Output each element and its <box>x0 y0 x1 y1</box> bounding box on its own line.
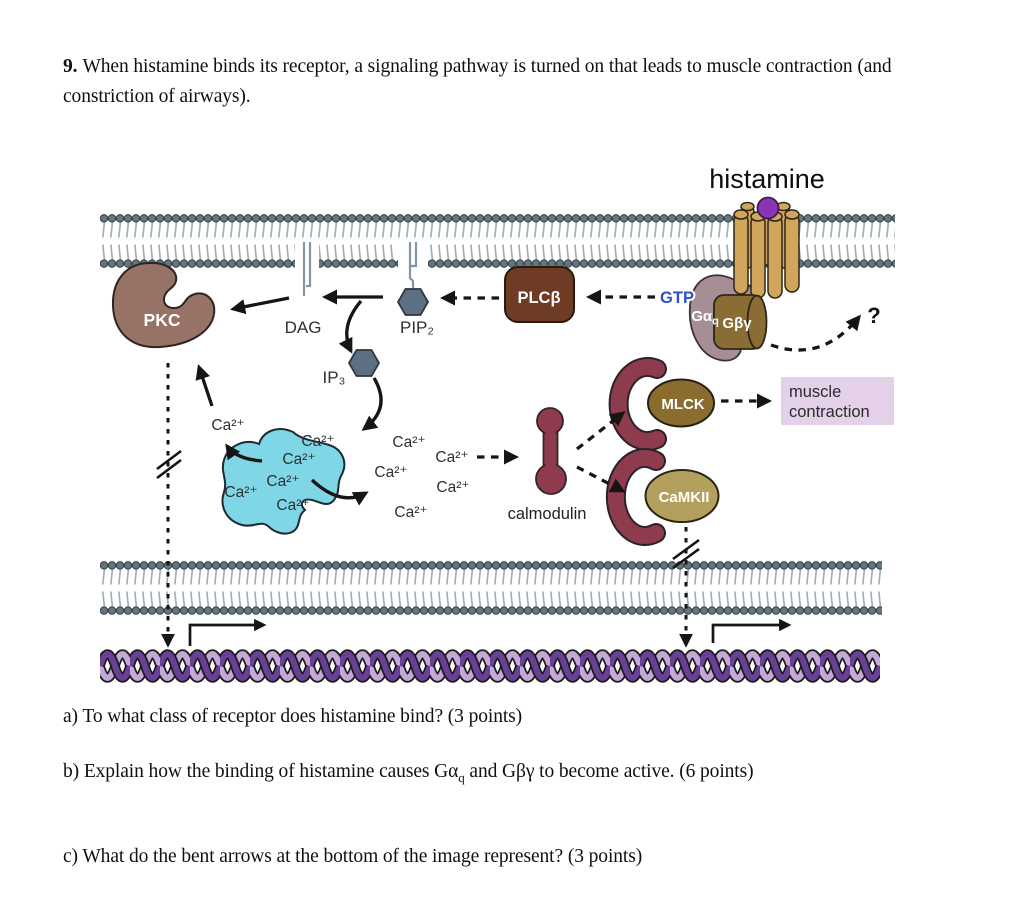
dag-lipid-tails <box>302 242 312 296</box>
mlck-oval <box>647 378 715 428</box>
pip2-membrane-notch <box>398 238 428 268</box>
ca-ion-cyto-5: Ca²⁺ <box>394 504 427 521</box>
ca-ion-cyto-3: Ca²⁺ <box>374 464 407 481</box>
label-plc-beta: PLCβ <box>517 289 560 307</box>
ca-ion-store-3: Ca²⁺ <box>266 473 299 490</box>
question-9-text: 9.When histamine binds its receptor, a s… <box>63 52 908 111</box>
dag-membrane-notch <box>295 238 319 268</box>
question-b-post: and Gβγ to become active. (6 points) <box>464 761 754 782</box>
ip3-hexagon <box>347 349 381 377</box>
calmodulin-shape <box>535 407 567 495</box>
calcium-store-blob <box>221 428 346 535</box>
camkii-oval <box>644 469 720 523</box>
ca-ion-cyto-4: Ca²⁺ <box>436 479 469 496</box>
label-dag: DAG <box>285 318 322 337</box>
mlck-complex <box>608 357 715 451</box>
question-body: When histamine binds its receptor, a sig… <box>63 56 892 107</box>
label-g-beta-gamma: Gβγ <box>722 315 752 332</box>
arrow-dag-to-pkc <box>230 296 290 315</box>
arrow-ip3-to-store <box>361 377 383 431</box>
muscle-contraction-box <box>781 377 894 425</box>
label-g-alpha-q: Gαq <box>691 308 719 328</box>
transcription-arrow-right <box>711 618 792 643</box>
camkii-complex <box>605 448 720 546</box>
pkc-blob <box>111 261 216 349</box>
label-histamine: histamine <box>709 164 825 194</box>
label-camkii: CaMKII <box>659 489 710 506</box>
label-ip3: IP₃ <box>323 368 346 387</box>
question-b-subscript: q <box>458 769 465 785</box>
arrow-store-ca-left <box>225 443 263 463</box>
label-calmodulin: calmodulin <box>508 505 587 523</box>
ca-ion-cyto-1: Ca²⁺ <box>392 434 425 451</box>
ca-ion-released-left: Ca²⁺ <box>211 417 244 434</box>
ca-ion-store-2: Ca²⁺ <box>282 451 315 468</box>
question-b-pre: b) Explain how the binding of histamine … <box>63 761 459 782</box>
transcription-arrow-left <box>188 618 267 646</box>
label-muscle-line2: contraction <box>789 403 870 421</box>
label-gtp: GTP <box>660 289 694 307</box>
g-beta-gamma-cylinder <box>713 294 768 350</box>
histamine-receptor <box>733 196 800 299</box>
label-pip2: PIP₂ <box>400 318 434 337</box>
arrow-ca-to-pkc <box>195 364 214 407</box>
question-number: 9. <box>63 56 78 77</box>
arrow-gbetagamma-to-unknown <box>770 314 861 352</box>
histamine-ligand-ball <box>756 196 780 220</box>
question-c-text: c) What do the bent arrows at the bottom… <box>63 846 643 867</box>
label-pkc: PKC <box>144 310 181 330</box>
question-b-text: b) Explain how the binding of histamine … <box>63 757 935 792</box>
question-a-text: a) To what class of receptor does histam… <box>63 706 523 727</box>
label-unknown-target: ? <box>867 303 880 328</box>
arrow-pip2-to-ip3 <box>338 299 363 354</box>
arrow-calmodulin-to-camkii <box>576 465 626 493</box>
arrow-calmodulin-to-mlck <box>575 411 626 451</box>
nuclear-membrane <box>100 561 882 615</box>
pip2-lipid-tails <box>408 242 418 289</box>
plc-beta-box <box>504 266 575 323</box>
ca-ion-store-5: Ca²⁺ <box>276 497 309 514</box>
ca-ion-store-4: Ca²⁺ <box>224 484 257 501</box>
pip2-hexagon <box>396 288 430 316</box>
break-slash-right <box>672 538 700 570</box>
break-slash-left <box>156 449 182 480</box>
label-mlck: MLCK <box>661 396 704 413</box>
ca-ion-cyto-2: Ca²⁺ <box>435 449 468 466</box>
dna-helix <box>100 649 880 683</box>
label-muscle-line1: muscle <box>789 383 841 401</box>
arrow-store-ca-right <box>310 478 369 506</box>
ca-ion-store-1: Ca²⁺ <box>301 433 334 450</box>
